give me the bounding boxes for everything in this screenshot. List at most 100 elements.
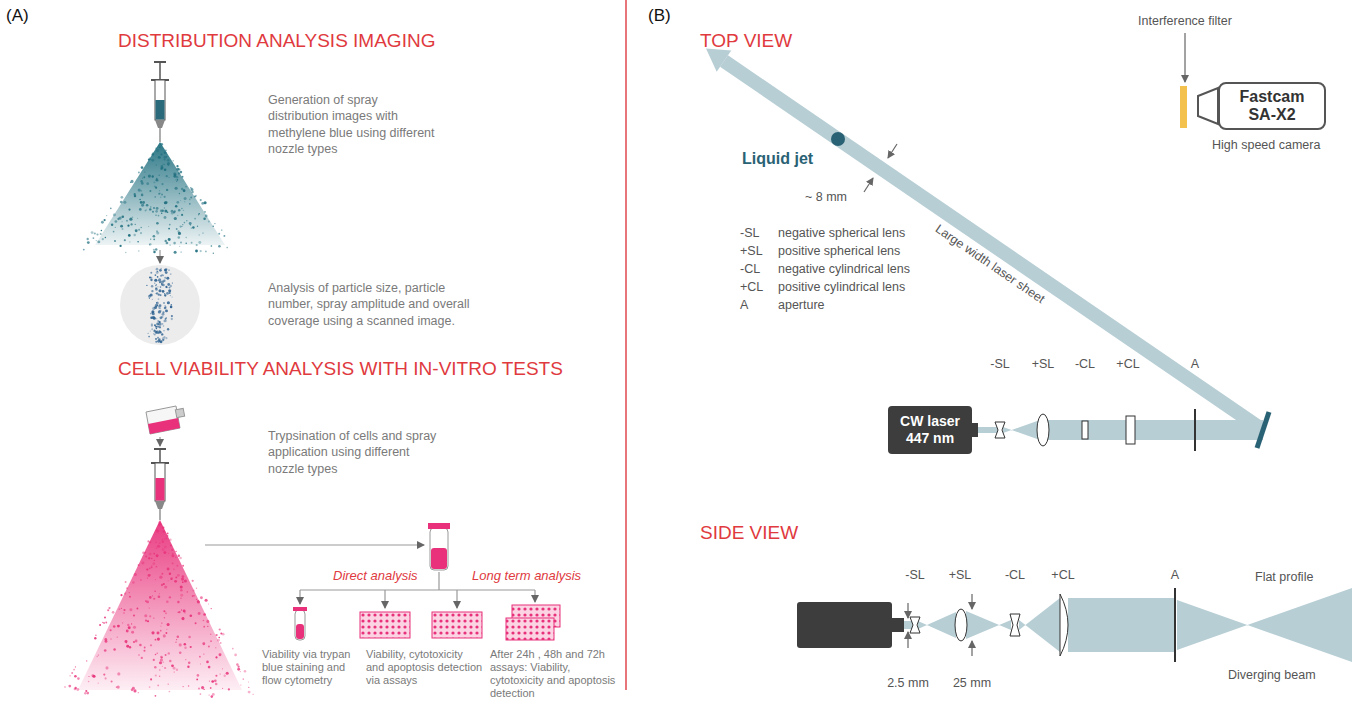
scan-speckles (171, 318, 173, 320)
scan-speckles (155, 285, 156, 286)
spray-droplets (173, 172, 176, 175)
spray-droplets (210, 687, 212, 689)
spray-droplets (131, 623, 132, 624)
spray-droplets (150, 678, 152, 680)
spray-droplets (177, 179, 179, 181)
small-tube (295, 610, 305, 640)
spray-droplets (182, 581, 184, 583)
spray-droplets (179, 246, 180, 247)
spray-droplets (105, 622, 107, 624)
spray-droplets (166, 629, 167, 630)
side-view-optics (797, 588, 1352, 662)
spray-droplets (156, 149, 159, 152)
step-description: Generation of spray distribution images … (268, 92, 438, 157)
spray-droplets (203, 613, 206, 616)
scan-speckles (164, 295, 165, 296)
spray-droplets (130, 223, 132, 225)
scan-speckles (158, 298, 160, 300)
spray-droplets (117, 637, 118, 638)
spray-droplets (232, 648, 234, 650)
scan-speckles (165, 271, 168, 274)
spray-droplets (138, 564, 140, 566)
spray-droplets (154, 591, 155, 592)
dimension-arrows (971, 594, 972, 609)
spray-droplets (248, 691, 251, 694)
spray-droplets (170, 577, 172, 579)
spray-droplets (167, 532, 169, 534)
spray-droplets (158, 595, 161, 598)
spray-droplets (175, 179, 176, 180)
scan-speckles (150, 272, 152, 274)
scan-speckles (161, 284, 163, 286)
spray-droplets (152, 595, 153, 596)
spray-droplets (196, 244, 198, 246)
assay-description: Viability, cytotoxicity and apoptosis de… (366, 648, 484, 687)
spray-droplets (211, 680, 214, 683)
spray-droplets (174, 217, 177, 220)
spray-droplets (126, 645, 129, 648)
spray-droplets (145, 556, 147, 558)
spray-droplets (224, 675, 226, 677)
spray-droplets (146, 600, 149, 603)
scan-speckles (151, 290, 153, 292)
spray-droplets (210, 633, 212, 635)
spray-droplets (149, 541, 151, 543)
branch-arrows (438, 572, 439, 590)
spray-droplets (163, 551, 166, 554)
spray-droplets (151, 558, 153, 560)
part-label: ~ 8 mm (805, 190, 847, 204)
spray-droplets (157, 638, 160, 641)
part-label: 2.5 mm (887, 676, 929, 690)
spray-droplets (163, 164, 164, 165)
part-label: A (1191, 357, 1199, 371)
spray-droplets (189, 203, 191, 205)
spray-droplets (159, 523, 161, 525)
spray-droplets (208, 645, 210, 647)
spray-droplets (155, 541, 157, 543)
step-description: Trypsination of cells and spray applicat… (268, 428, 448, 477)
laser-box: CW laser 447 nm (888, 406, 972, 454)
sample-tube (430, 528, 448, 570)
camera-optics (1198, 88, 1218, 124)
spray-droplets (64, 522, 253, 698)
spray-droplets (152, 562, 155, 565)
spray-droplets (130, 180, 133, 183)
spray-droplets (153, 553, 155, 555)
spray-droplets (169, 691, 171, 693)
scan-speckles (171, 296, 172, 297)
spray-droplets (139, 199, 141, 201)
spray-droplets (69, 675, 70, 676)
spray-droplets (137, 218, 138, 219)
part-label: A (1171, 568, 1179, 582)
spray-droplets (149, 208, 151, 210)
lens-key: positive spherical lens (778, 244, 900, 258)
spray-droplets (145, 552, 147, 554)
spray-droplets (162, 539, 164, 541)
spray-droplets (175, 205, 178, 208)
spray-droplets (117, 686, 120, 689)
scan-speckles (168, 269, 170, 271)
spray-droplets (120, 201, 123, 204)
scan-speckles (166, 292, 169, 295)
spray-droplets (213, 253, 214, 254)
spray-droplets (156, 164, 157, 165)
lens-key: -SL (740, 226, 759, 240)
spray-droplets (113, 231, 115, 233)
spray-droplets (178, 209, 180, 211)
scan-speckles (152, 316, 155, 319)
spray-droplets (207, 626, 208, 627)
top-view-optics (1082, 421, 1088, 439)
scan-speckles (151, 285, 154, 288)
spray-droplets (185, 237, 187, 239)
spray-droplets (123, 201, 126, 204)
spray-droplets (212, 693, 215, 696)
spray-droplets (168, 228, 170, 230)
spray-droplets (111, 224, 113, 226)
spray-droplets (103, 219, 105, 221)
spray-droplets (173, 242, 176, 245)
spray-droplets (153, 181, 155, 183)
scan-speckles (160, 286, 162, 288)
spray-droplets (199, 656, 201, 658)
spray-droplets (149, 686, 151, 688)
panel-letter: (A) (6, 6, 29, 26)
